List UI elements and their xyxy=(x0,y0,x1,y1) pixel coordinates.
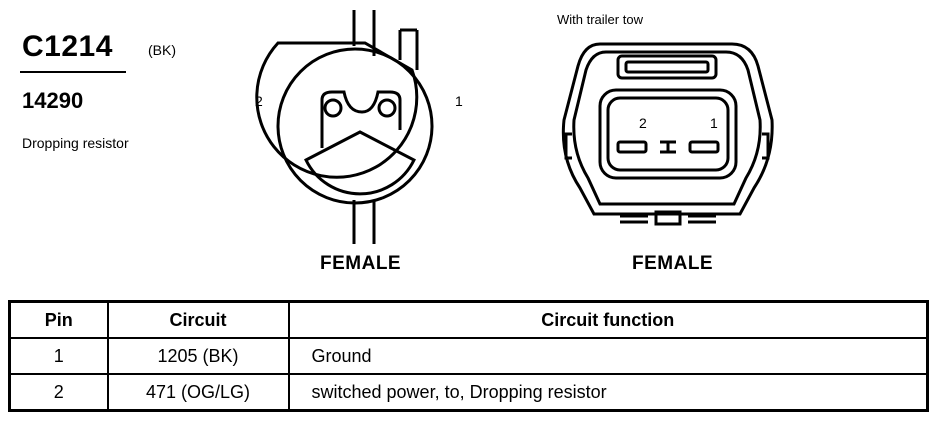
table-row: 2 471 (OG/LG) switched power, to, Droppi… xyxy=(8,373,929,412)
header-circuit: Circuit xyxy=(106,300,290,339)
table-header-row: Pin Circuit Circuit function xyxy=(8,300,929,339)
face-label-right: FEMALE xyxy=(632,253,714,274)
connector-outer-shell xyxy=(561,42,774,216)
terminal-slot-2 xyxy=(616,140,648,154)
terminal-slot-1 xyxy=(688,140,720,154)
variant-label: With trailer tow xyxy=(557,12,643,27)
part-number: 14290 xyxy=(22,88,84,113)
connector-face-diagram-left: 2 1 xyxy=(255,10,463,244)
terminal-cavity-outline xyxy=(320,90,402,148)
connector-inner-ring xyxy=(276,47,434,205)
pin-label-1: 1 xyxy=(455,93,463,109)
pin-cell: 1 xyxy=(8,337,109,375)
terminal-key-shape xyxy=(304,130,416,196)
pin-label-1-right: 1 xyxy=(710,115,718,131)
pin-function-table: Pin Circuit Circuit function 1 1205 (BK)… xyxy=(8,300,929,412)
title-underline xyxy=(20,71,126,73)
circuit-cell: 1205 (BK) xyxy=(106,337,290,375)
connector-id: C1214 xyxy=(22,30,113,63)
pin-label-2-right: 2 xyxy=(639,115,647,131)
terminal-face xyxy=(598,88,738,180)
pin-cell: 2 xyxy=(8,373,109,412)
pin-label-2: 2 xyxy=(255,93,263,109)
table-row: 1 1205 (BK) Ground xyxy=(8,337,929,375)
part-description: Dropping resistor xyxy=(22,135,129,151)
connector-housing-outline xyxy=(255,41,419,179)
function-cell: switched power, to, Dropping resistor xyxy=(287,373,929,412)
header-pin: Pin xyxy=(8,300,109,339)
connector-inner-shell xyxy=(572,50,762,206)
face-label-left: FEMALE xyxy=(320,253,402,274)
circuit-cell: 471 (OG/LG) xyxy=(106,373,290,412)
locking-tab xyxy=(616,54,718,80)
terminal-socket-1 xyxy=(377,98,397,118)
header-circuit-function: Circuit function xyxy=(287,300,929,339)
connector-color-code: (BK) xyxy=(148,42,176,58)
function-cell: Ground xyxy=(287,337,929,375)
connector-face-diagram-right: 2 1 xyxy=(561,42,774,226)
terminal-socket-2 xyxy=(323,98,343,118)
